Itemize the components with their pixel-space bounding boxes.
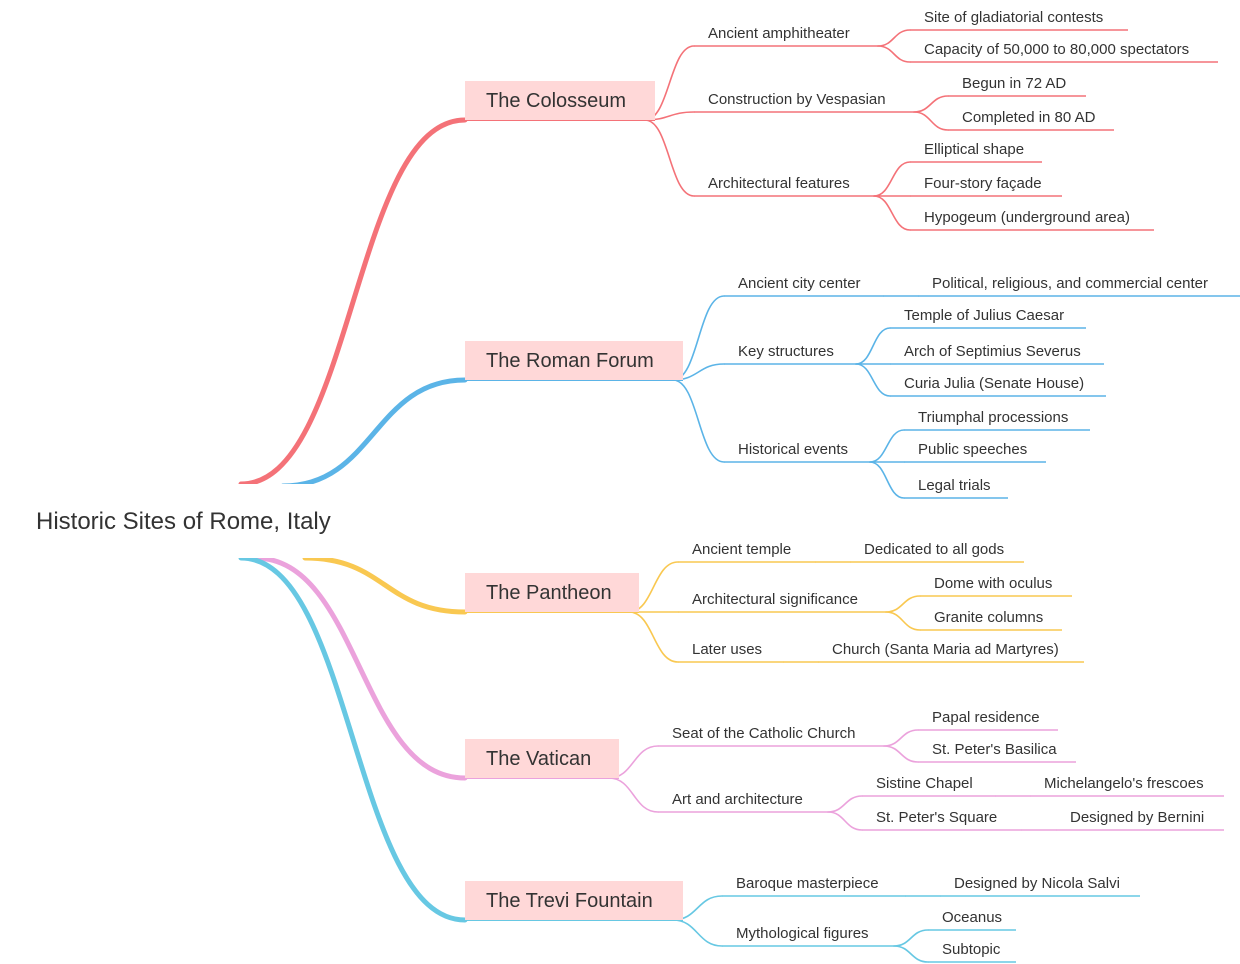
main-topic-box [465, 573, 639, 612]
detail-connector [827, 811, 863, 831]
subtopic-connector [672, 379, 725, 463]
main-topic-label: The Colosseum [486, 90, 626, 112]
subtopic-label: Ancient amphitheater [708, 25, 850, 42]
detail-label: Curia Julia (Senate House) [904, 375, 1084, 392]
detail-label: Legal trials [918, 477, 991, 494]
detail-connector [869, 461, 905, 499]
detail-connector [913, 95, 949, 113]
detail-label: Four-story façade [924, 175, 1042, 192]
detail-connector [855, 363, 891, 397]
detail-label: Triumphal processions [918, 409, 1068, 426]
subtopic-label: Construction by Vespasian [708, 91, 886, 108]
detail-connector [885, 595, 921, 613]
detail-label: Begun in 72 AD [962, 75, 1066, 92]
main-topic-box [465, 881, 683, 920]
subtopic-label: Ancient temple [692, 541, 791, 558]
detail-label: Subtopic [942, 941, 1001, 958]
detail-label: Political, religious, and commercial cen… [932, 275, 1208, 292]
detail-connector [873, 161, 911, 197]
detail-label: St. Peter's Basilica [932, 741, 1057, 758]
main-topic-box [465, 739, 619, 778]
root-to-topic-connector [238, 555, 468, 923]
main-topic-box [465, 341, 683, 380]
subtopic-label: Baroque masterpiece [736, 875, 879, 892]
detail-connector [883, 745, 919, 763]
detail-connector [855, 327, 891, 365]
subtopic-label: Historical events [738, 441, 848, 458]
detail-connector [877, 29, 911, 47]
subtopic-label: Art and architecture [672, 791, 803, 808]
detail-label: Sistine Chapel [876, 775, 973, 792]
detail-label: Papal residence [932, 709, 1040, 726]
subtopic-label: Mythological figures [736, 925, 869, 942]
subtopic-label: Architectural features [708, 175, 850, 192]
subtopic-connector [608, 777, 659, 813]
main-topic-label: The Roman Forum [486, 350, 654, 372]
subtopic-label: Ancient city center [738, 275, 861, 292]
mind-map-connectors [238, 29, 1240, 963]
detail-connector [869, 429, 905, 463]
root-to-topic-connector [252, 555, 468, 781]
main-topic-box [465, 81, 655, 120]
detail-connector [873, 195, 911, 231]
root-to-topic-connector [280, 377, 468, 489]
detail-connector [877, 45, 911, 63]
detail-label: Elliptical shape [924, 141, 1024, 158]
subtopic-label: Seat of the Catholic Church [672, 725, 855, 742]
detail-connector [827, 795, 863, 813]
detail-label: Granite columns [934, 609, 1043, 626]
detail-label: Arch of Septimius Severus [904, 343, 1081, 360]
sub-detail-label: Michelangelo's frescoes [1044, 775, 1204, 792]
detail-label: Designed by Nicola Salvi [954, 875, 1120, 892]
subtopic-label: Architectural significance [692, 591, 858, 608]
subtopic-connector [644, 119, 695, 197]
detail-label: Site of gladiatorial contests [924, 9, 1103, 26]
main-topic-label: The Vatican [486, 748, 591, 770]
detail-label: Oceanus [942, 909, 1002, 926]
subtopic-label: Key structures [738, 343, 834, 360]
detail-label: St. Peter's Square [876, 809, 997, 826]
sub-detail-label: Designed by Bernini [1070, 809, 1204, 826]
detail-label: Public speeches [918, 441, 1027, 458]
mind-map-nodes: Historic Sites of Rome, Italy The Colosse… [2, 9, 1208, 958]
detail-label: Capacity of 50,000 to 80,000 spectators [924, 41, 1189, 58]
root-node-background [2, 484, 388, 558]
main-topic-label: The Pantheon [486, 582, 612, 604]
subtopic-label: Later uses [692, 641, 762, 658]
detail-label: Hypogeum (underground area) [924, 209, 1130, 226]
detail-connector [885, 611, 921, 631]
detail-label: Dedicated to all gods [864, 541, 1004, 558]
detail-label: Dome with oculus [934, 575, 1052, 592]
subtopic-connector [672, 919, 723, 947]
detail-connector [893, 929, 929, 947]
root-to-topic-connector [238, 117, 468, 487]
detail-connector [883, 729, 919, 747]
root-topic-label: Historic Sites of Rome, Italy [36, 508, 331, 535]
root-to-topic-connector [302, 555, 468, 615]
detail-connector [893, 945, 929, 963]
detail-label: Church (Santa Maria ad Martyres) [832, 641, 1059, 658]
detail-label: Completed in 80 AD [962, 109, 1096, 126]
main-topic-label: The Trevi Fountain [486, 890, 653, 912]
subtopic-connector [628, 611, 679, 663]
detail-connector [913, 111, 949, 131]
detail-label: Temple of Julius Caesar [904, 307, 1064, 324]
